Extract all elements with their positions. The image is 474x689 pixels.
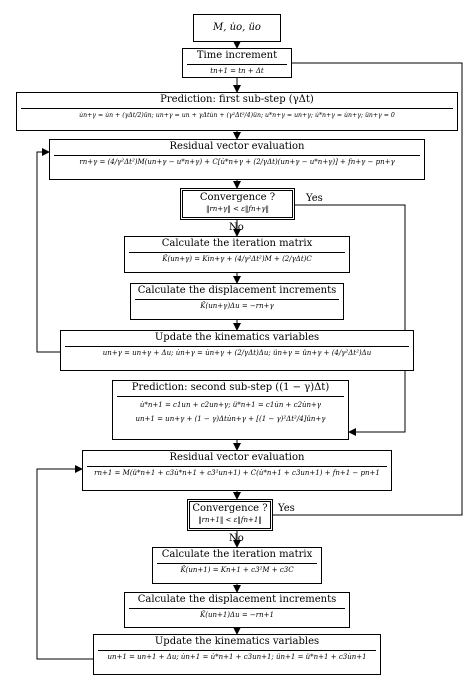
displacement-increments-equation-2: K̂(un+1)Δu = −rn+1: [200, 611, 274, 619]
loop-conv2-yes-to-time: [273, 59, 463, 516]
divider: [129, 608, 345, 609]
convergence-title-2: Convergence ?: [192, 503, 268, 514]
residual-vector-box-2: Residual vector evaluation rn+1 = M(ü*n+…: [82, 450, 392, 491]
divider: [65, 346, 409, 347]
time-increment-equation: tn+1 = tn + Δt: [210, 67, 264, 75]
convergence-title-1: Convergence ?: [199, 192, 276, 203]
convergence-yes-label-2: Yes: [278, 503, 295, 514]
residual-vector-box-1: Residual vector evaluation rn+γ = (4/γ²Δ…: [49, 139, 425, 180]
divider: [117, 396, 344, 397]
convergence-yes-label-1: Yes: [306, 193, 323, 204]
convergence-no-label-1: No: [229, 222, 244, 233]
iteration-matrix-title-2: Calculate the iteration matrix: [161, 549, 313, 560]
divider: [98, 650, 376, 651]
divider: [129, 252, 345, 253]
time-increment-title: Time increment: [196, 50, 278, 61]
prediction-second-substep-box: Prediction: second sub-step ((1 − γ)Δt) …: [112, 380, 349, 440]
prediction-second-substep-title: Prediction: second sub-step ((1 − γ)Δt): [131, 382, 330, 393]
prediction-first-substep-equation: u̇n+γ = u̇n + (γΔt/2)ün; un+γ = un + γΔt…: [79, 112, 395, 119]
start-label: M, u̇o, üo: [213, 22, 261, 33]
update-kinematics-box-2: Update the kinematics variables un+1 = u…: [93, 634, 381, 675]
update-kinematics-title-2: Update the kinematics variables: [154, 636, 320, 647]
residual-vector-title-1: Residual vector evaluation: [169, 141, 305, 152]
divider: [135, 299, 339, 300]
divider: [157, 563, 317, 564]
displacement-increments-title-1: Calculate the displacement increments: [137, 285, 337, 296]
loop-update2-to-residual2: [36, 465, 93, 660]
loop-update1-to-residual1: [36, 148, 60, 353]
convergence-check-box-2: Convergence ? ‖rn+1‖ < ε‖fn+1‖: [187, 499, 273, 531]
convergence-equation-2: ‖rn+1‖ < ε‖fn+1‖: [198, 516, 262, 524]
divider: [54, 155, 420, 156]
divider: [187, 64, 287, 65]
iteration-matrix-title-1: Calculate the iteration matrix: [161, 238, 313, 249]
displacement-increments-equation-1: K̂(un+γ)Δu = −rn+γ: [200, 302, 274, 310]
displacement-increments-box-1: Calculate the displacement increments K̂…: [130, 283, 344, 320]
convergence-no-label-2: No: [229, 533, 244, 544]
iteration-matrix-box-1: Calculate the iteration matrix K̂(un+γ) …: [124, 236, 350, 273]
iteration-matrix-box-2: Calculate the iteration matrix K̂(un+1) …: [152, 547, 322, 584]
update-kinematics-equation-2: un+1 = un+1 + Δu; u̇n+1 = u̇*n+1 + c3un+…: [107, 653, 367, 661]
iteration-matrix-equation-2: K̂(un+1) = Kn+1 + c3²M + c3C: [180, 566, 294, 574]
residual-vector-title-2: Residual vector evaluation: [169, 452, 305, 463]
time-increment-box: Time increment tn+1 = tn + Δt: [182, 48, 292, 78]
prediction-first-substep-title: Prediction: first sub-step (γΔt): [160, 94, 314, 105]
update-kinematics-box-1: Update the kinematics variables un+γ = u…: [60, 330, 414, 371]
prediction-first-substep-box: Prediction: first sub-step (γΔt) u̇n+γ =…: [16, 92, 458, 131]
residual-vector-equation-2: rn+1 = M(ü*n+1 + c3u̇*n+1 + c3²un+1) + C…: [94, 469, 380, 477]
divider: [87, 466, 387, 467]
divider: [21, 108, 453, 109]
displacement-increments-box-2: Calculate the displacement increments K̂…: [124, 592, 350, 628]
displacement-increments-title-2: Calculate the displacement increments: [137, 594, 337, 605]
iteration-matrix-equation-1: K̂(un+γ) = Kin+γ + (4/γ²Δt²)M + (2/γΔt)C: [162, 255, 312, 263]
prediction-second-substep-equation-1: u̇*n+1 = c1un + c2un+γ; ü*n+1 = c1u̇n + …: [139, 401, 322, 409]
update-kinematics-equation-1: un+γ = un+γ + Δu; u̇n+γ = u̇n+γ + (2/γΔt…: [102, 349, 372, 357]
start-box: M, u̇o, üo: [193, 14, 281, 42]
loop-conv1-yes-to-pred2: [295, 204, 406, 436]
update-kinematics-title-1: Update the kinematics variables: [154, 332, 320, 343]
prediction-second-substep-equation-2: un+1 = un+γ + (1 − γ)Δtu̇n+γ + [(1 − γ)²…: [135, 415, 326, 423]
convergence-equation-1: ‖rn+γ‖ < ε‖fn+γ‖: [205, 205, 270, 213]
residual-vector-equation-1: rn+γ = (4/γ²Δt²)M(un+γ − u*n+γ) + C[u̇*n…: [79, 158, 395, 166]
convergence-check-box-1: Convergence ? ‖rn+γ‖ < ε‖fn+γ‖: [180, 188, 295, 220]
